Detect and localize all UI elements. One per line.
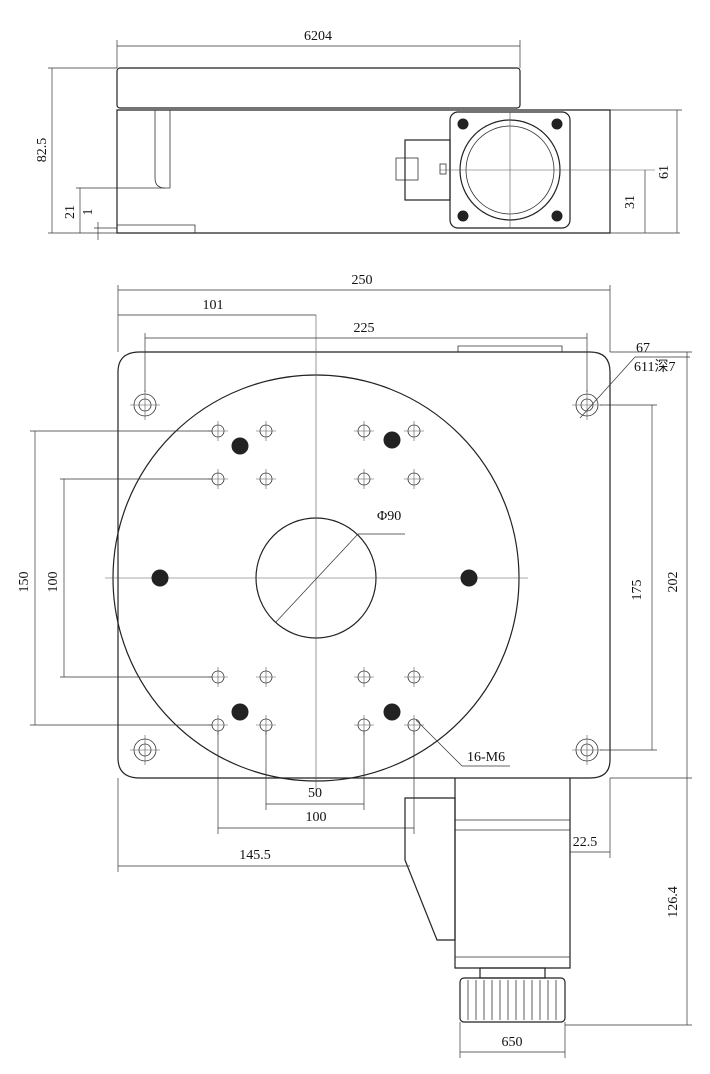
dim-50-label: 50 [308, 786, 322, 801]
dim-650-label: 650 [502, 1035, 523, 1050]
dim-101-label: 101 [203, 298, 224, 313]
dim-202-label: 202 [666, 572, 681, 593]
dim-corner-2-label: 611深7 [634, 359, 675, 375]
dowel-hole-2 [383, 431, 401, 449]
dim-100v-label: 100 [46, 572, 61, 593]
base-top-notch [457, 345, 563, 352]
top-view: 6204 82.5 21 1 31 61 [35, 29, 682, 240]
dim-motor-height-label: 61 [657, 165, 672, 179]
dim-motor-center-label: 31 [623, 195, 638, 209]
corner-hole-bottom-left [130, 735, 160, 765]
corner-leader [579, 356, 636, 419]
corner-hole-bottom-right [572, 735, 602, 765]
connector-plug [395, 157, 419, 181]
dim-126-label: 126.4 [666, 886, 681, 918]
stage-body [116, 109, 611, 234]
dowel-hole-6 [383, 703, 401, 721]
dowel-hole-3 [151, 569, 169, 587]
base-plate [117, 351, 611, 779]
dowel-hole-4 [460, 569, 478, 587]
motor-body [454, 778, 571, 969]
dim-small-label: 1 [81, 209, 96, 216]
dim-width-label: 6204 [304, 29, 332, 44]
dim-145-label: 145.5 [239, 848, 271, 863]
dim-175-label: 175 [630, 580, 645, 601]
body-step [117, 110, 196, 233]
table-plate [116, 67, 521, 109]
dim-22-label: 22.5 [573, 835, 598, 850]
dim-250-label: 250 [352, 273, 373, 288]
corner-hole-top-left [130, 390, 160, 420]
dim-corner-1-label: 67 [636, 341, 650, 356]
flange-bolt-3 [457, 210, 469, 222]
dim-step-label: 21 [63, 205, 78, 219]
knob-grip [467, 980, 557, 1020]
flange-bolt-1 [457, 118, 469, 130]
dim-thread-label: 16-M6 [467, 750, 505, 765]
dowel-hole-1 [231, 437, 249, 455]
dim-bore-label: Φ90 [377, 509, 401, 524]
bore-leader [275, 533, 359, 623]
knob [459, 977, 566, 1023]
corner-hole-top-right [572, 390, 602, 420]
dim-height-label: 82.5 [35, 138, 50, 163]
dim-225-label: 225 [354, 321, 375, 336]
motor-detail [455, 819, 570, 958]
front-view: 250 101 225 67 611深7 Φ90 150 100 175 [17, 273, 692, 1058]
flange-bolt-4 [551, 210, 563, 222]
knob-neck [479, 967, 546, 979]
body-curve [154, 110, 166, 189]
dowel-hole-5 [231, 703, 249, 721]
dim-100h-label: 100 [306, 810, 327, 825]
connector-bracket [404, 797, 456, 941]
thread-leader [415, 719, 463, 767]
dim-150-label: 150 [17, 572, 32, 593]
flange-bolt-2 [551, 118, 563, 130]
connector-pin [439, 163, 447, 175]
